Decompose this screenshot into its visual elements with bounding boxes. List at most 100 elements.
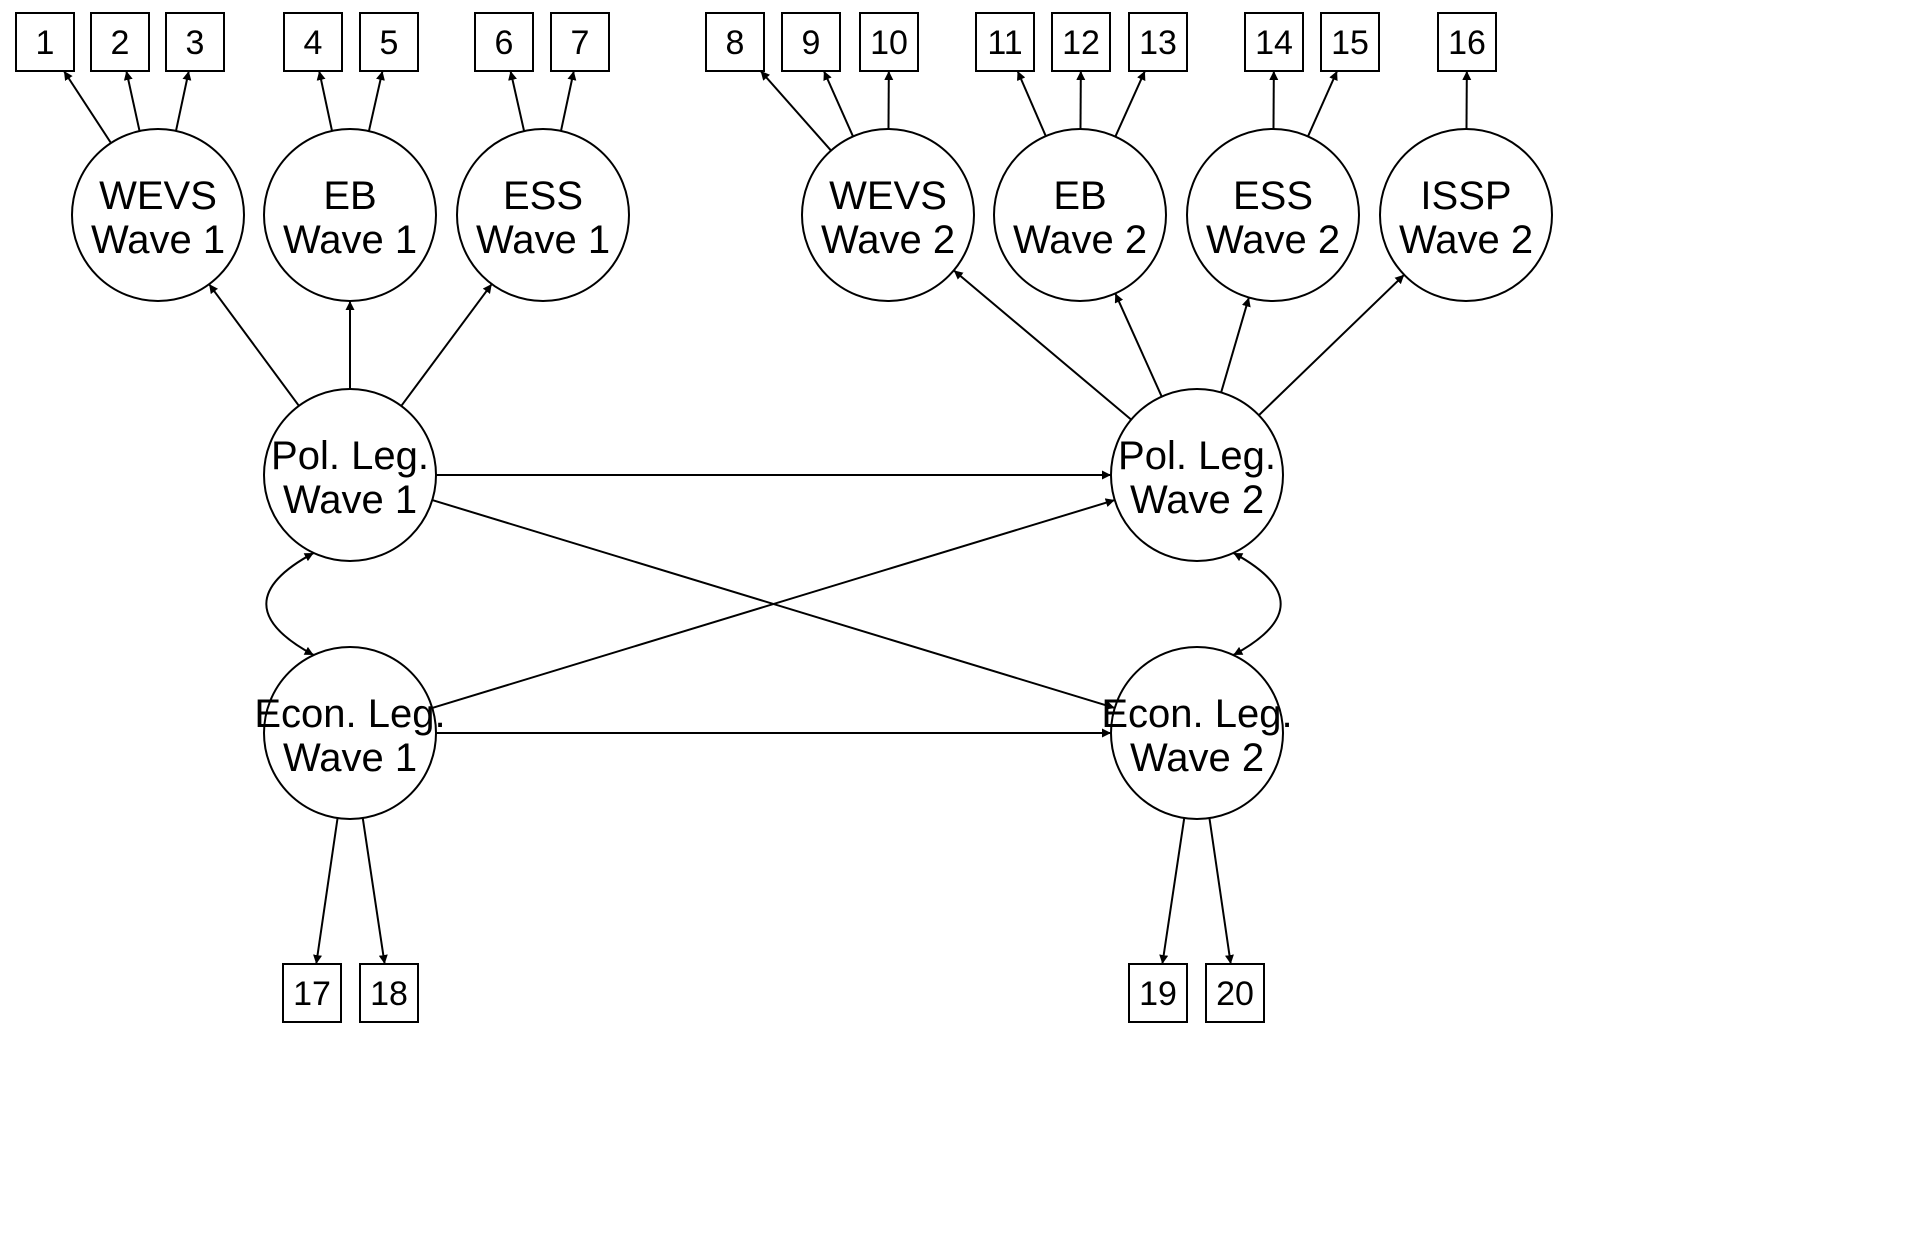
indicator-box-15: 15 <box>1320 12 1380 72</box>
indicator-rect <box>1205 963 1265 1023</box>
indicator-rect <box>1051 12 1111 72</box>
indicator-box-3: 3 <box>165 12 225 72</box>
latent-label-line1: ESS <box>1233 174 1313 218</box>
indicator-rect <box>1320 12 1380 72</box>
indicator-box-13: 13 <box>1128 12 1188 72</box>
latent-label-line1: Pol. Leg. <box>271 434 429 478</box>
indicator-label: 6 <box>495 24 514 62</box>
arrow-ess1-to-i7 <box>560 70 577 132</box>
indicator-label: 10 <box>870 24 908 62</box>
latent-label-line2: Wave 1 <box>283 218 417 262</box>
indicator-box-6: 6 <box>474 12 534 72</box>
arrow-pol2-to-ess2 <box>1220 297 1251 393</box>
indicator-box-1: 1 <box>15 12 75 72</box>
latent-label-line1: WEVS <box>829 174 947 218</box>
latent-label-line1: EB <box>1053 174 1106 218</box>
arrow-wevs2-to-i8 <box>759 70 832 152</box>
indicator-rect <box>283 12 343 72</box>
arrow-eb1-to-i5 <box>367 70 385 132</box>
latent-circle <box>1379 128 1553 302</box>
arrow-econ1-to-i17 <box>313 817 339 965</box>
indicator-box-14: 14 <box>1244 12 1304 72</box>
indicator-box-9: 9 <box>781 12 841 72</box>
indicator-box-8: 8 <box>705 12 765 72</box>
indicator-label: 4 <box>304 24 323 62</box>
indicator-box-18: 18 <box>359 963 419 1023</box>
indicator-rect <box>705 12 765 72</box>
latent-label-line1: Pol. Leg. <box>1118 434 1276 478</box>
latent-label-line1: WEVS <box>99 174 217 218</box>
indicator-rect <box>474 12 534 72</box>
indicator-label: 15 <box>1331 24 1369 62</box>
indicator-box-7: 7 <box>550 12 610 72</box>
arrow-ess2-to-i15 <box>1307 70 1339 137</box>
indicator-rect <box>1128 963 1188 1023</box>
arrow-econ1-to-pol2 <box>431 498 1116 709</box>
latent-label-line2: Wave 2 <box>821 218 955 262</box>
arrow-eb2-to-i13 <box>1114 70 1146 138</box>
indicator-label: 5 <box>380 24 399 62</box>
latent-node-pol1: Pol. Leg.Wave 1 <box>263 388 437 562</box>
indicator-label: 14 <box>1255 24 1293 62</box>
indicator-rect <box>282 963 342 1023</box>
indicator-label: 16 <box>1448 24 1486 62</box>
arrow-eb1-to-i4 <box>316 70 333 132</box>
latent-circle <box>993 128 1167 302</box>
indicator-rect <box>1244 12 1304 72</box>
indicator-rect <box>90 12 150 72</box>
covariance-pol2-econ2 <box>1232 552 1282 656</box>
arrow-wevs2-to-i9 <box>822 70 854 137</box>
indicator-box-12: 12 <box>1051 12 1111 72</box>
latent-label-line2: Wave 2 <box>1130 736 1264 780</box>
indicator-rect <box>781 12 841 72</box>
indicator-label: 17 <box>293 975 331 1013</box>
latent-label-line2: Wave 1 <box>91 218 225 262</box>
arrow-econ2-to-i20 <box>1208 817 1234 965</box>
indicator-rect <box>15 12 75 72</box>
latent-circle <box>263 128 437 302</box>
latent-circle <box>801 128 975 302</box>
indicator-rect <box>1437 12 1497 72</box>
indicator-label: 8 <box>726 24 745 62</box>
indicator-box-5: 5 <box>359 12 419 72</box>
indicator-rect <box>975 12 1035 72</box>
indicator-label: 13 <box>1139 24 1177 62</box>
arrow-econ1-to-i18 <box>361 817 388 965</box>
latent-label-line1: ESS <box>503 174 583 218</box>
latent-node-econ1: Econ. Leg.Wave 1 <box>254 646 446 820</box>
latent-label-line1: Econ. Leg. <box>1101 692 1292 736</box>
latent-circle <box>1110 646 1284 820</box>
latent-label-line1: ISSP <box>1420 174 1511 218</box>
indicator-label: 12 <box>1062 24 1100 62</box>
covariance-pol1-econ1 <box>265 552 315 656</box>
indicator-box-17: 17 <box>282 963 342 1023</box>
latent-circle <box>1186 128 1360 302</box>
indicator-label: 3 <box>186 24 205 62</box>
latent-label-line2: Wave 1 <box>476 218 610 262</box>
latent-label-line2: Wave 1 <box>283 478 417 522</box>
arrow-econ2-to-i19 <box>1159 817 1186 965</box>
indicator-label: 11 <box>987 24 1022 62</box>
indicator-label: 9 <box>802 24 821 62</box>
latent-node-pol2: Pol. Leg.Wave 2 <box>1110 388 1284 562</box>
latent-label-line2: Wave 2 <box>1013 218 1147 262</box>
edges-layer <box>63 70 1472 965</box>
indicator-label: 20 <box>1216 975 1254 1013</box>
indicator-label: 1 <box>36 24 55 62</box>
indicator-box-16: 16 <box>1437 12 1497 72</box>
indicator-rect <box>859 12 919 72</box>
latent-circle <box>263 646 437 820</box>
latent-circle <box>71 128 245 302</box>
indicator-rect <box>1128 12 1188 72</box>
indicator-rect <box>359 963 419 1023</box>
latent-circle <box>263 388 437 562</box>
indicator-label: 18 <box>370 975 408 1013</box>
arrow-wevs1-to-i1 <box>63 70 112 144</box>
indicator-label: 19 <box>1139 975 1177 1013</box>
